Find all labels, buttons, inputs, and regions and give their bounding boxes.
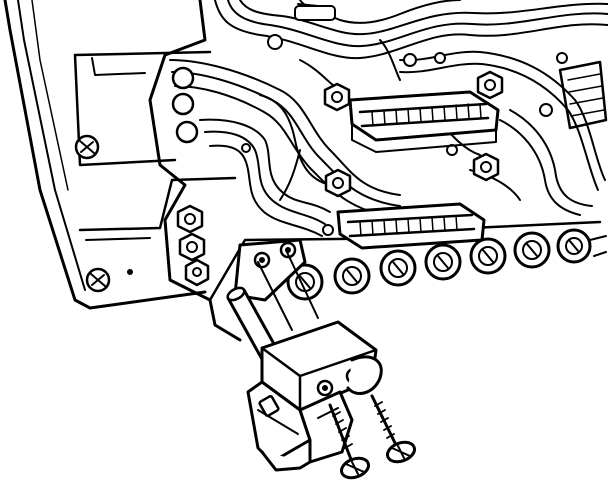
bulb-socket bbox=[379, 249, 417, 287]
bulb-socket bbox=[469, 237, 507, 275]
board-nut-bottom-left bbox=[184, 258, 210, 287]
board-nut-right-upper bbox=[476, 70, 504, 100]
screw-left bbox=[328, 403, 371, 480]
printed-circuit-board bbox=[148, 0, 608, 342]
bulb-socket bbox=[513, 231, 551, 269]
housing-screw-bottom-left bbox=[85, 267, 111, 293]
connector-lower bbox=[336, 202, 486, 250]
housing-rivet bbox=[127, 269, 133, 275]
bulb-sockets bbox=[286, 228, 607, 301]
board-nut-upper bbox=[323, 82, 351, 112]
bulb-socket bbox=[333, 257, 371, 295]
bulb-socket bbox=[556, 228, 592, 264]
connector-upper bbox=[348, 90, 500, 153]
cluster-housing bbox=[3, 0, 237, 310]
screw-right bbox=[370, 394, 417, 464]
housing-screw-top-left bbox=[74, 134, 100, 160]
connector-right bbox=[558, 60, 608, 130]
removed-socket-assembly bbox=[226, 249, 383, 472]
board-nut-lower-left bbox=[176, 204, 204, 234]
board-nut-right-middle bbox=[472, 152, 500, 182]
board-nut-lower-left-2 bbox=[178, 232, 206, 262]
board-nut-middle bbox=[324, 168, 352, 198]
bracket-screw-hole bbox=[316, 379, 334, 397]
bulb-socket bbox=[424, 243, 462, 281]
